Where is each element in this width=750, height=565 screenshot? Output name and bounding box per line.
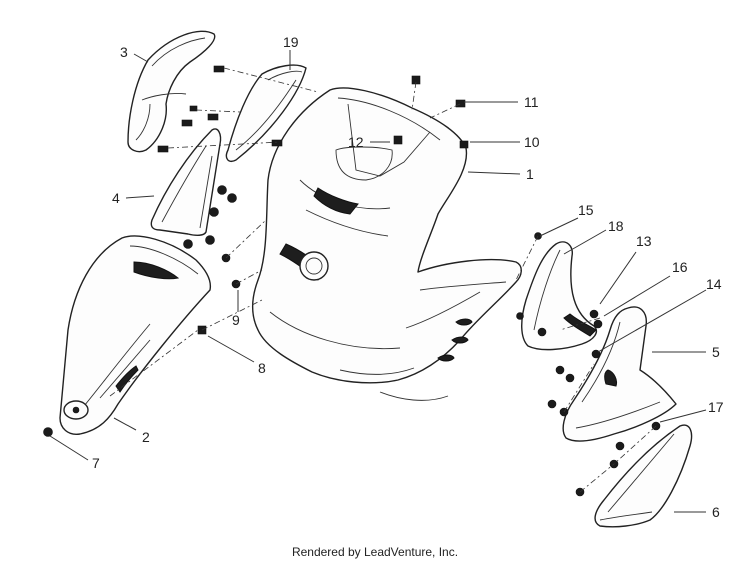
part-3-upper-side-cover (127, 30, 216, 153)
part-5-right-side-panel (562, 306, 677, 442)
callout-1: 1 (526, 166, 534, 182)
render-credit: Rendered by LeadVenture, Inc. (291, 545, 459, 559)
callout-10: 10 (524, 134, 540, 150)
callout-5: 5 (712, 344, 720, 360)
part-18-inner-seal (521, 241, 598, 351)
callout-15: 15 (578, 202, 594, 218)
callout-11: 11 (524, 94, 539, 110)
callout-17: 17 (708, 399, 724, 415)
callout-numbers: 1 2 3 4 5 6 7 8 9 10 11 12 13 14 15 16 1… (92, 34, 724, 520)
callout-8: 8 (258, 360, 266, 376)
callout-4: 4 (112, 190, 120, 206)
callout-3: 3 (120, 44, 128, 60)
callout-19: 19 (283, 34, 299, 50)
assembly-centerlines (109, 67, 657, 493)
part-1-main-front-body (252, 87, 522, 401)
leader-lines (49, 50, 707, 513)
part-2-front-lower-panel (59, 235, 212, 435)
callout-12: 12 (348, 134, 364, 150)
callout-2: 2 (142, 429, 150, 445)
callout-7: 7 (92, 455, 100, 471)
part-4-left-side-panel (150, 128, 222, 237)
callout-13: 13 (636, 233, 652, 249)
callout-14: 14 (706, 276, 722, 292)
callout-18: 18 (608, 218, 624, 234)
callout-6: 6 (712, 504, 720, 520)
part-6-lower-right-panel (594, 424, 693, 528)
callout-16: 16 (672, 259, 688, 275)
callout-9: 9 (232, 312, 240, 328)
